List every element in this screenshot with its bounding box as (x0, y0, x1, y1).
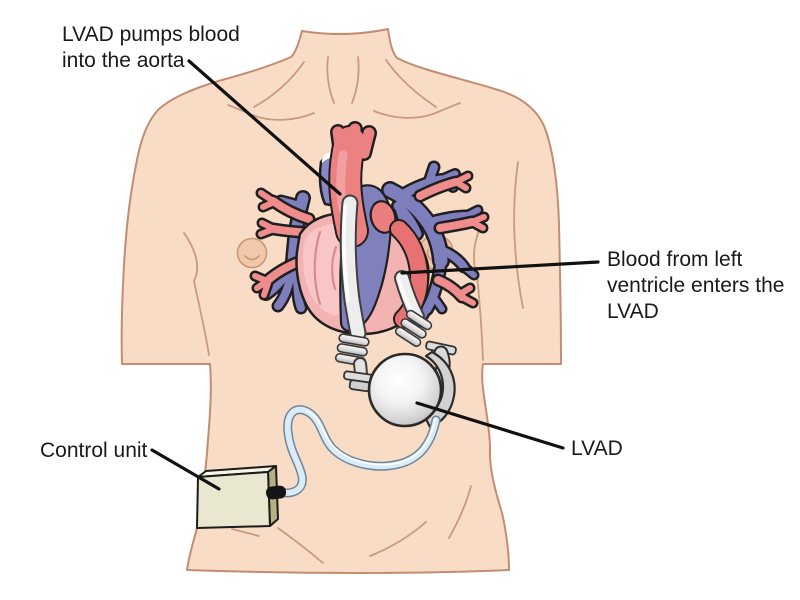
ventricular-connector-ribs (394, 309, 433, 348)
aortic-cannula (334, 194, 375, 393)
collarbone-left (227, 104, 315, 121)
label-line: Blood from left (607, 248, 743, 271)
atrial-appendage (369, 200, 397, 234)
driveline-tube (281, 405, 441, 498)
arm-inner-line-right (513, 161, 524, 309)
neck-line-left (326, 56, 335, 104)
leader-line-aorta (187, 59, 342, 196)
trapezius-line-left (253, 61, 305, 108)
nipple-left (236, 237, 268, 269)
leader-line-lvad (415, 401, 565, 450)
hip-crease-center (369, 521, 427, 557)
pump-body (367, 352, 443, 428)
label-line: LVAD (607, 300, 659, 323)
leader-line-ventricle (400, 260, 600, 275)
arm-torso-line-right (476, 274, 484, 361)
label-line: LVAD pumps blood (62, 23, 240, 46)
leader-line-control-unit (150, 448, 221, 491)
label-pump-to-aorta: LVAD pumps blood into the aorta (62, 22, 240, 74)
heart-creases (313, 230, 338, 306)
label-control-unit: Control unit (40, 438, 147, 464)
neck-line-right (351, 56, 360, 104)
trapezius-line-right (385, 59, 437, 108)
label-line: LVAD (571, 437, 623, 460)
heart-atrium-highlight (302, 223, 344, 316)
label-line: ventricle enters the (607, 274, 785, 297)
control-unit-front-face (196, 471, 271, 529)
driveline-connector (266, 485, 287, 500)
hip-crease-left (231, 528, 260, 537)
collarbone-right (373, 102, 461, 119)
armpit-crease-left (183, 232, 198, 282)
hip-crease-left2 (277, 527, 324, 564)
control-unit-box (196, 465, 279, 529)
aortic-connector-flange (343, 370, 375, 393)
leader-lines (150, 59, 600, 491)
label-ventricle-to-lvad: Blood from left ventricle enters the LVA… (607, 247, 784, 325)
label-line: into the aorta (62, 49, 185, 72)
hip-crease-right (448, 485, 472, 539)
label-lvad: LVAD (571, 436, 623, 462)
label-line: Control unit (40, 439, 148, 462)
aortic-connector-ribs (334, 333, 370, 367)
torso-contour-lines (183, 56, 524, 564)
arm-torso-line-left (193, 280, 210, 356)
lvad-pump (367, 350, 456, 429)
